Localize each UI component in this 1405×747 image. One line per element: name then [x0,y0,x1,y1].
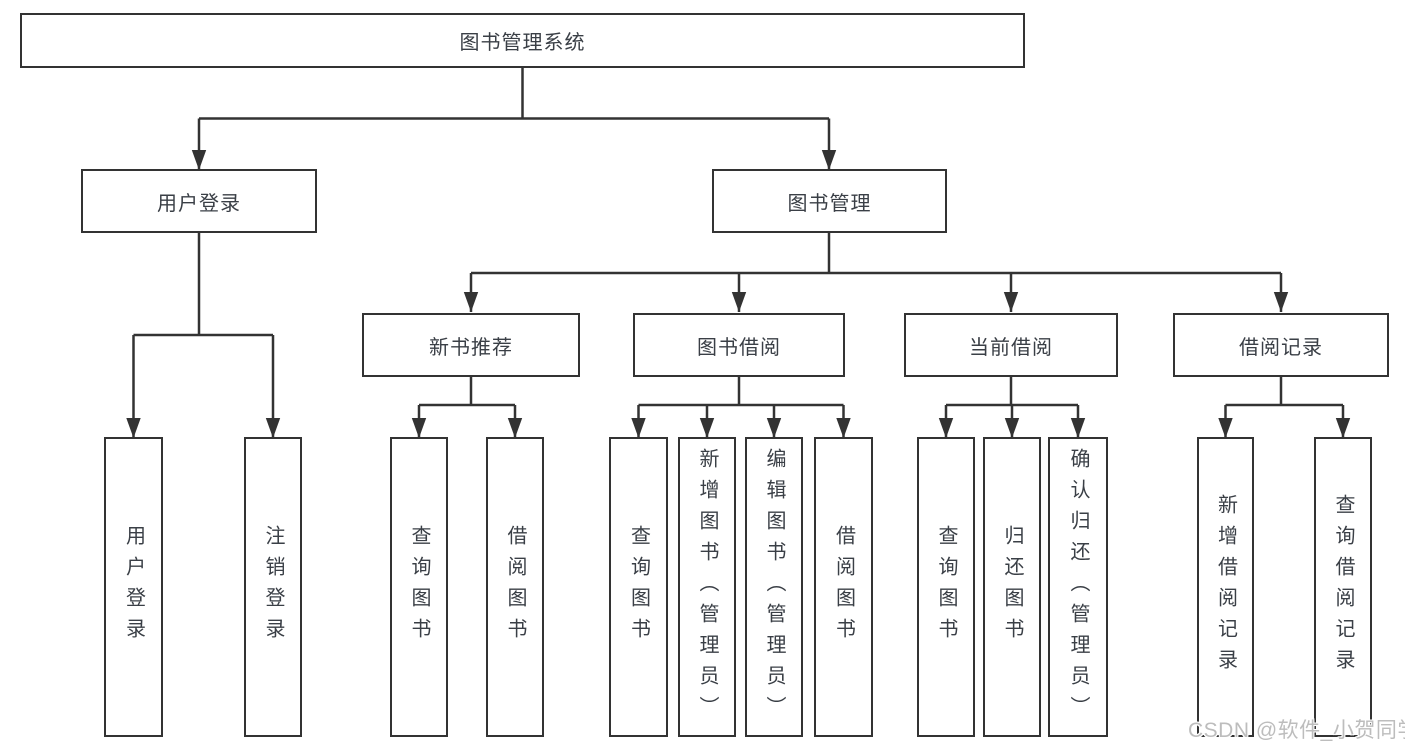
node-label: 查询图书 [408,525,430,649]
node-label: 注销登录 [262,525,284,649]
leaf-add-borrow-record: 新增借阅记录 [1197,437,1254,737]
node-label: 图书管理 [787,192,872,215]
leaf-borrow-books-recommend: 借阅图书 [486,437,544,737]
node-label: 当前借阅 [969,336,1053,359]
csdn-watermark: CSDN @软件_小贺同学 [1188,719,1405,742]
node-label: 新增图书（管理员） [696,447,718,727]
node-label: 新书推荐 [429,336,513,359]
node-label: 借阅图书 [832,525,855,649]
node-label: 查询图书 [627,525,650,649]
leaf-return-books: 归还图书 [983,437,1041,737]
node-borrow-records: 借阅记录 [1173,313,1389,377]
leaf-add-book-admin: 新增图书（管理员） [678,437,736,737]
node-label: 确认归还（管理员） [1067,447,1089,727]
leaf-query-books-borrow: 查询图书 [609,437,668,737]
node-label: 查询图书 [935,525,957,649]
node-current-borrow: 当前借阅 [904,313,1118,377]
leaf-user-login: 用户登录 [104,437,163,737]
leaf-edit-book-admin: 编辑图书（管理员） [745,437,803,737]
leaf-query-borrow-record: 查询借阅记录 [1314,437,1372,737]
node-label: 图书借阅 [697,336,781,359]
node-library-system: 图书管理系统 [20,13,1025,68]
leaf-query-books-recommend: 查询图书 [390,437,448,737]
leaf-query-books-current: 查询图书 [917,437,975,737]
node-label: 借阅图书 [504,525,526,649]
node-label: 归还图书 [1001,525,1023,649]
node-label: 查询借阅记录 [1332,494,1354,680]
node-label: 图书管理系统 [459,32,586,54]
node-label: 编辑图书（管理员） [763,447,785,727]
leaf-logout-login: 注销登录 [244,437,302,737]
node-new-book-recommend: 新书推荐 [362,313,580,377]
node-label: 用户登录 [122,525,145,649]
node-book-management: 图书管理 [712,169,947,233]
node-label: 新增借阅记录 [1214,494,1237,680]
node-label: 借阅记录 [1239,336,1323,359]
node-label: 用户登录 [157,192,241,215]
node-book-borrow: 图书借阅 [633,313,845,377]
leaf-borrow-books-borrow: 借阅图书 [814,437,873,737]
node-user-login: 用户登录 [81,169,317,233]
leaf-confirm-return-admin: 确认归还（管理员） [1048,437,1108,737]
